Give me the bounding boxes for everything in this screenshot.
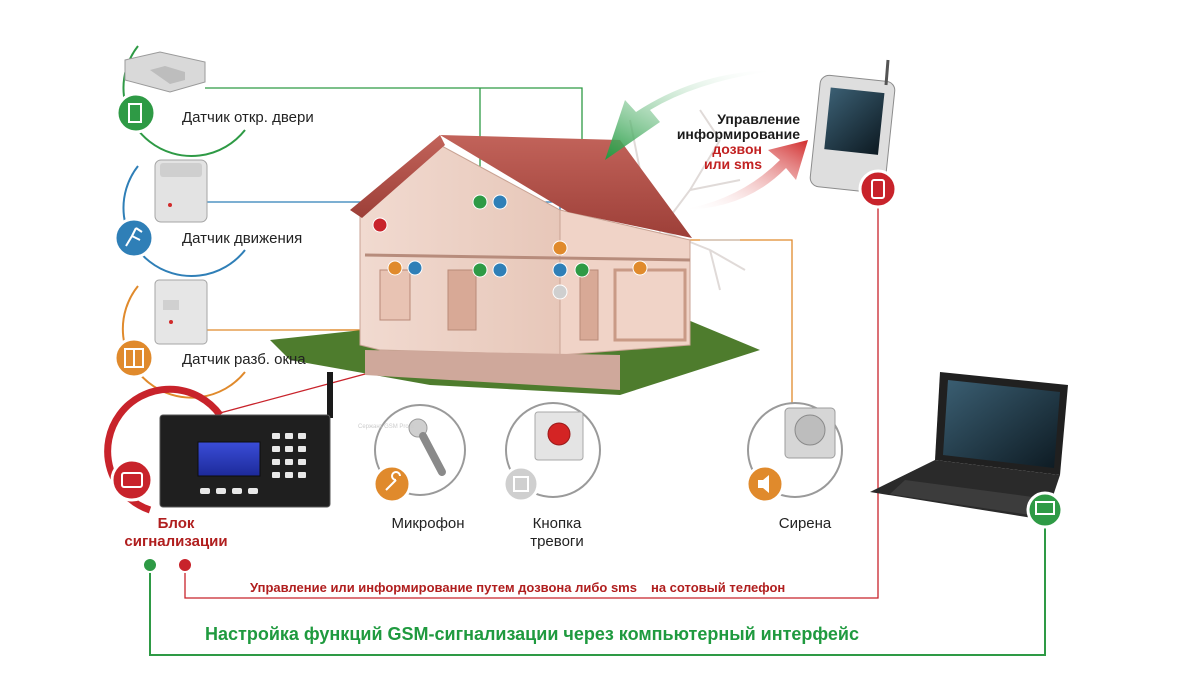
house-illustration	[270, 135, 760, 395]
door-icon	[472, 194, 488, 210]
floor-beam	[364, 253, 691, 262]
door-side	[579, 269, 599, 341]
panic-button-label-line2: тревоги	[530, 533, 584, 550]
door-icon-glyph	[128, 103, 142, 123]
pc-setup-caption: Настройка функций GSM-сигнализации через…	[205, 624, 859, 644]
window-icon	[387, 260, 403, 276]
foundation	[365, 350, 620, 390]
arrow-caption-line1: Управление	[717, 111, 800, 127]
running-man-icon	[492, 262, 508, 278]
incoming-arrow	[605, 70, 780, 160]
sms-caption-part2: на сотовый телефон	[650, 580, 786, 595]
lcd-screen	[197, 441, 261, 477]
pc-line	[149, 515, 1046, 656]
arrow-caption: Управление информирование дозвон или sms	[660, 112, 800, 172]
microphone-device	[372, 404, 466, 504]
alarm-unit-label-line1: Блок	[157, 515, 195, 532]
fire-wire	[219, 225, 381, 414]
running-man-icon	[552, 262, 568, 278]
door-icon	[574, 262, 590, 278]
door-sensor	[115, 45, 246, 158]
arrow-caption-line4: или sms	[703, 156, 762, 172]
alarm-unit-brand: Сержант GSM Pro 6	[358, 424, 414, 430]
door-sensor-label: Датчик откр. двери	[182, 109, 314, 126]
sms-line	[184, 190, 879, 599]
laptop	[870, 372, 1068, 529]
siren-label: Сирена	[778, 515, 832, 532]
arrow-caption-line2: информирование	[676, 126, 800, 142]
siren-device	[745, 402, 843, 504]
arrow-caption-line3: дозвон	[712, 141, 762, 157]
door-inner	[447, 269, 477, 331]
roof-left	[350, 135, 445, 218]
window-left	[379, 269, 411, 321]
door-icon	[472, 262, 488, 278]
roof-right	[440, 135, 692, 238]
green-port	[142, 557, 158, 573]
button-icon	[552, 284, 568, 300]
microphone-label: Микрофон	[391, 515, 465, 532]
window-sensor	[113, 279, 246, 399]
motion-sensor-label: Датчик движения	[182, 230, 303, 247]
veranda	[613, 268, 687, 342]
alarm-unit-label-line2: сигнализации	[124, 533, 228, 550]
button-icon	[502, 465, 540, 503]
motion-sensor	[113, 159, 246, 278]
outgoing-arrow	[680, 140, 808, 210]
red-port	[177, 557, 193, 573]
door-icon	[115, 92, 157, 134]
window-sensor-label: Датчик разб. окна	[182, 351, 306, 368]
mobile-phone	[809, 59, 898, 209]
window-icon	[632, 260, 648, 276]
panic-button-label-line1: Кнопка	[532, 515, 582, 532]
running-man-icon	[492, 194, 508, 210]
sms-caption: Управление или информирование путем дозв…	[250, 580, 799, 595]
phone-icon	[858, 169, 898, 209]
panic-button-device	[502, 402, 601, 503]
home-phone-icon	[110, 458, 154, 502]
alarm-unit	[104, 372, 333, 573]
running-man-icon	[407, 260, 423, 276]
speaker-icon	[552, 240, 568, 256]
fire-icon	[372, 217, 388, 233]
sms-caption-part1: Управление или информирование путем дозв…	[250, 580, 637, 595]
monitor-icon	[1026, 491, 1064, 529]
